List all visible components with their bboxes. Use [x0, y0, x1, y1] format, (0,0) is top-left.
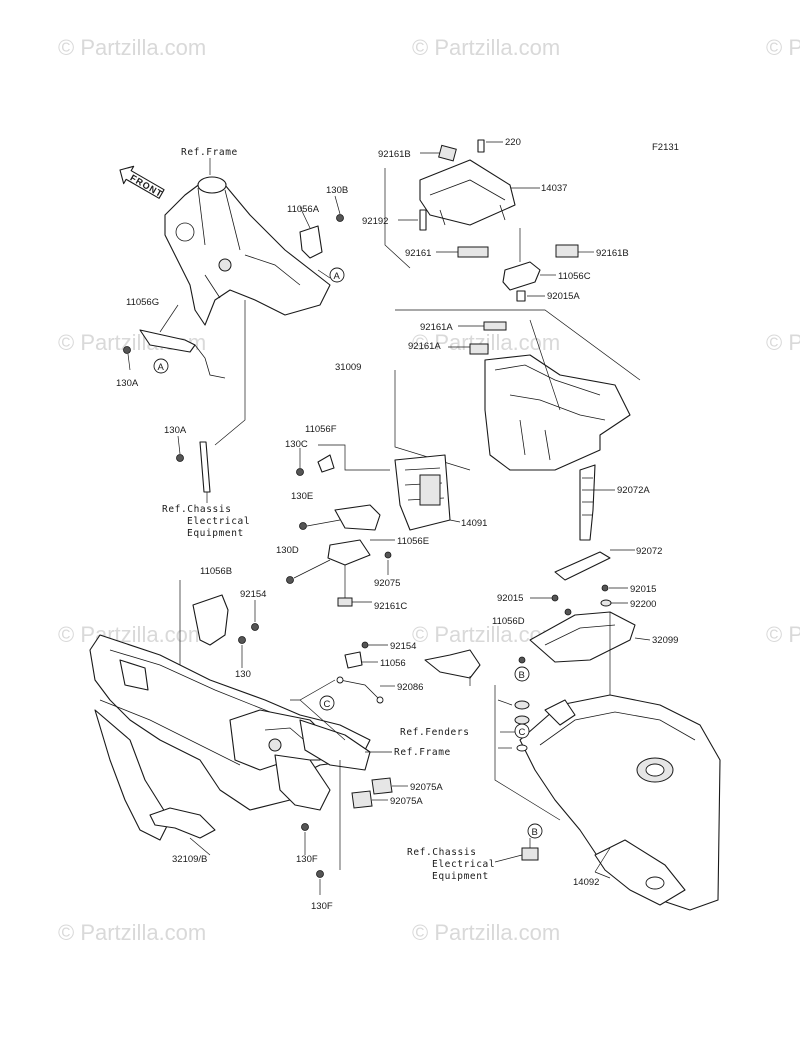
part-number-label: 14092	[573, 877, 599, 888]
callout-b-label: B	[532, 827, 538, 838]
part-number-label: 31009	[335, 362, 361, 373]
part-number-label: 11056E	[397, 536, 429, 547]
watermark: © Partzilla.com	[412, 35, 560, 60]
part-number-label: 130A	[116, 378, 139, 389]
part-number-label: 130F	[311, 901, 333, 912]
rear-fender-assembly	[424, 584, 721, 911]
part-number-label: 92086	[397, 682, 423, 693]
part-number-label: 92200	[630, 599, 656, 610]
part-number-label: 92075A	[390, 796, 423, 807]
part-number-label: 92161	[405, 248, 431, 259]
reference-labels: Ref.Frame Ref.Frame Ref.Fenders Ref.Chas…	[162, 147, 495, 882]
part-number-label: 14091	[461, 518, 487, 529]
part-number-labels: 92161B 220 14037 92192 92161 92161B 1105…	[116, 137, 678, 912]
part-number-label: 130D	[276, 545, 299, 556]
watermark: © Partzilla.com	[766, 35, 800, 60]
part-number-label: 92161A	[408, 341, 441, 352]
part-number-label: 32099	[652, 635, 678, 646]
part-number-label: 92075A	[410, 782, 443, 793]
callout-c	[319, 695, 335, 711]
ref-chassis-label: Ref.Chassis	[162, 504, 232, 515]
part-number-label: 11056F	[305, 424, 337, 435]
watermark: © Partzilla.com	[58, 35, 206, 60]
part-number-label: 92161B	[596, 248, 629, 259]
ref-fenders-label: Ref.Fenders	[400, 727, 470, 738]
part-number-label: 92072A	[617, 485, 650, 496]
part-number-label: 130	[235, 669, 251, 680]
part-number-label: 11056	[380, 658, 406, 669]
callout-b-label: B	[519, 670, 525, 681]
watermark: © Partzilla.com	[766, 622, 800, 647]
ref-chassis-label: Equipment	[187, 528, 244, 539]
part-number-label: 92015A	[547, 291, 580, 302]
watermark: © Partzilla.com	[58, 622, 206, 647]
part-number-label: 92154	[240, 589, 266, 600]
callout-b	[527, 823, 543, 839]
part-number-label: 92015	[497, 593, 523, 604]
part-number-label: 92192	[362, 216, 388, 227]
relay-bracket-assembly	[286, 444, 461, 607]
main-frame	[89, 580, 408, 895]
callout-a	[329, 267, 345, 283]
leader-lines-upper-left	[127, 158, 341, 503]
callout-group: A A B B C C	[153, 267, 543, 839]
callout-c	[514, 723, 530, 739]
strap-92072	[554, 549, 635, 581]
callout-a	[153, 358, 169, 374]
watermark: © Partzilla.com	[412, 920, 560, 945]
part-number-label: 130F	[296, 854, 318, 865]
part-number-label: 92154	[390, 641, 416, 652]
frame-head-section	[123, 176, 344, 493]
part-number-label: 130E	[291, 491, 313, 502]
part-number-label: 92161C	[374, 601, 407, 612]
ref-chassis-label: Electrical	[432, 859, 495, 870]
part-number-label: 130A	[164, 425, 187, 436]
part-number-label: 130C	[285, 439, 308, 450]
ref-chassis-label: Electrical	[187, 516, 250, 527]
callout-a-label: A	[334, 271, 341, 282]
watermark: © Partzilla.com	[58, 920, 206, 945]
part-number-label: 11056C	[558, 271, 591, 282]
part-number-label: 220	[505, 137, 521, 148]
part-number-label: 92161A	[420, 322, 453, 333]
part-number-label: 11056D	[492, 616, 525, 627]
callout-a-label: A	[158, 362, 165, 373]
battery-case-assembly	[384, 139, 641, 541]
part-number-label: 11056G	[126, 297, 159, 308]
ref-chassis-label: Ref.Chassis	[407, 847, 477, 858]
ref-frame-label: Ref.Frame	[394, 747, 451, 758]
watermark: © Partzilla.com	[766, 330, 800, 355]
front-label: FRONT	[129, 173, 165, 200]
part-number-label: 32109/B	[172, 854, 207, 865]
part-number-label: 92075	[374, 578, 400, 589]
ref-frame-label: Ref.Frame	[181, 147, 238, 158]
ref-chassis-label: Equipment	[432, 871, 489, 882]
front-arrow-icon: FRONT	[119, 165, 165, 200]
part-number-label: 130B	[326, 185, 348, 196]
part-number-label: 92072	[636, 546, 662, 557]
part-number-label: 11056B	[200, 566, 232, 577]
part-number-label: 14037	[541, 183, 567, 194]
part-number-label: 92161B	[378, 149, 411, 160]
callout-c-label: C	[324, 699, 331, 710]
callout-b	[514, 666, 530, 682]
part-number-label: 92015	[630, 584, 656, 595]
callout-c-label: C	[519, 727, 526, 738]
diagram-code: F2131	[652, 142, 679, 153]
part-number-label: 11056A	[287, 204, 320, 215]
